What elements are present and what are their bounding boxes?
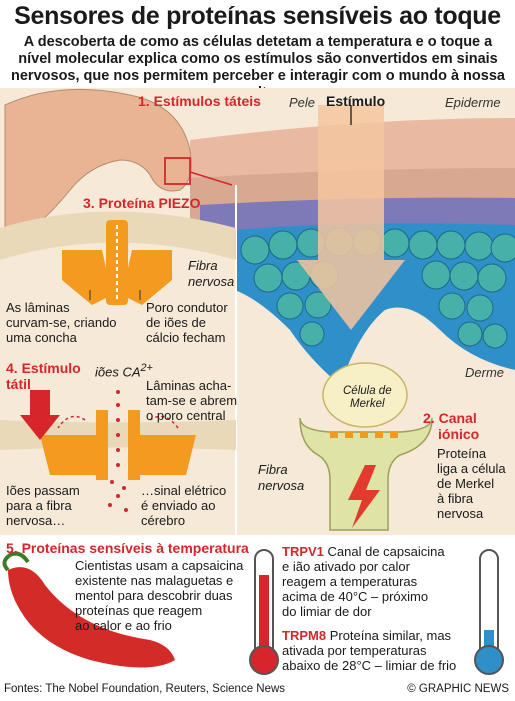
trpv1-name: TRPV1 — [282, 544, 324, 559]
focus-line — [189, 171, 233, 186]
chili-pepper-illustration — [8, 567, 175, 668]
section1-heading: 1. Estímulos táteis — [138, 93, 261, 109]
hot-thermometer-icon — [249, 549, 279, 675]
page-title: Sensores de proteínas sensíveis ao toque — [14, 2, 501, 30]
stimulus-down-arrow — [20, 390, 60, 440]
lightning-icon — [348, 465, 380, 528]
calcium-ions — [108, 390, 128, 512]
section2-heading: 2. Canal iónico — [423, 410, 480, 442]
footer-sources: Fontes: The Nobel Foundation, Reuters, S… — [4, 683, 286, 695]
trpm8-name: TRPM8 — [282, 628, 327, 643]
focus-box — [164, 157, 191, 185]
section5-heading: 5. Proteínas sensíveis à temperatura — [6, 540, 249, 556]
hand-illustration — [4, 88, 192, 231]
ion-channel-dots — [330, 432, 398, 438]
section3-heading: 3. Proteína PIEZO — [83, 195, 201, 211]
stimulus-arrow — [297, 105, 405, 330]
footer-brand: © GRAPHIC NEWS — [407, 683, 509, 695]
piezo-protein-closed — [62, 220, 172, 305]
trpv1-description: TRPV1 Canal de capsaicina e ião ativado … — [282, 544, 445, 619]
epiderme-label: Epiderme — [445, 95, 501, 110]
merkel-cell — [322, 362, 408, 428]
piezo-protein-open — [40, 410, 196, 480]
ions-label: iões CA2+ — [95, 362, 153, 380]
cold-thermometer-icon — [474, 549, 504, 675]
page-subtitle: A descoberta de como as células detetam … — [11, 34, 505, 101]
derme-label: Derme — [465, 365, 505, 380]
pele-label: Pele — [289, 95, 316, 110]
estimulo-label: Estímulo — [326, 93, 386, 109]
section4-heading: 4. Estímulo tátil — [6, 360, 81, 392]
trpm8-description: TRPM8 Proteína similar, mas ativada por … — [282, 628, 457, 673]
